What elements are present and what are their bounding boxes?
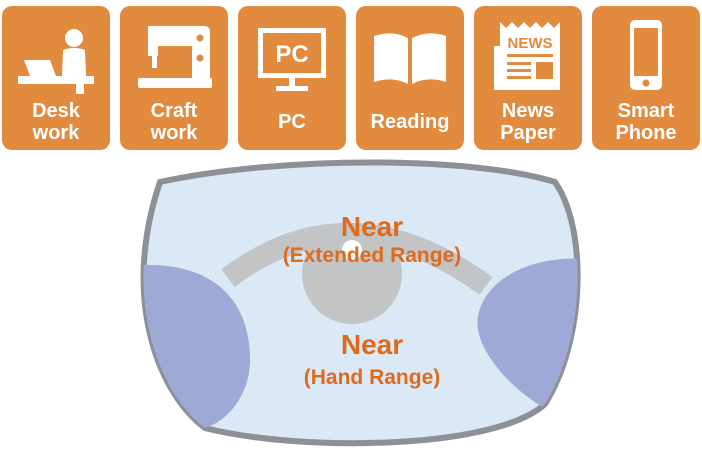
smartphone-icon xyxy=(630,20,662,90)
tile-label: PC xyxy=(238,98,346,146)
tile-label-line-1: Desk xyxy=(32,100,80,122)
sewing-machine-icon xyxy=(138,26,212,88)
tile-reading: Reading xyxy=(356,6,464,150)
tile-label-line-1: Smart xyxy=(617,100,675,122)
near-zone-circle xyxy=(302,224,402,324)
desk-work-icon xyxy=(18,29,94,94)
tile-label: Craft work xyxy=(120,98,228,146)
tile-desk-work: Desk work xyxy=(2,6,110,150)
tile-label-line-2: work xyxy=(150,122,198,144)
fitting-point xyxy=(342,240,362,260)
newspaper-icon: NEWS xyxy=(494,22,560,90)
lower-title: Near xyxy=(341,329,403,360)
tile-label-line-2: work xyxy=(32,122,80,144)
newspaper-masthead: NEWS xyxy=(508,35,553,52)
activity-tiles: Desk work Craft work PC PC xyxy=(0,0,702,152)
pc-monitor-icon: PC xyxy=(258,28,326,91)
tile-label: News Paper xyxy=(474,98,582,146)
tile-label-line-2: Paper xyxy=(500,122,556,144)
tile-label-line-1: Craft xyxy=(150,100,198,122)
tile-label-line-1: News xyxy=(501,100,555,122)
pc-screen-text: PC xyxy=(275,41,308,68)
upper-subtitle: (Extended Range) xyxy=(283,244,462,267)
tile-label-line-2: Phone xyxy=(615,122,677,144)
tile-pc: PC PC xyxy=(238,6,346,150)
lower-subtitle: (Hand Range) xyxy=(304,366,441,389)
tile-label-line-1: PC xyxy=(278,111,306,133)
tile-label-line-1: Reading xyxy=(370,111,450,133)
tile-craft-work: Craft work xyxy=(120,6,228,150)
upper-title: Near xyxy=(341,211,403,242)
tile-news-paper: NEWS News Paper xyxy=(474,6,582,150)
tile-label: Smart Phone xyxy=(592,98,700,146)
tile-smart-phone: Smart Phone xyxy=(592,6,700,150)
open-book-icon xyxy=(374,33,446,84)
lens-shape xyxy=(140,159,581,447)
tile-label: Desk work xyxy=(2,98,110,146)
tile-label: Reading xyxy=(356,98,464,146)
lens-diagram: Near (Extended Range) Near (Hand Range) xyxy=(140,159,581,447)
left-peripheral-zone xyxy=(143,264,250,428)
